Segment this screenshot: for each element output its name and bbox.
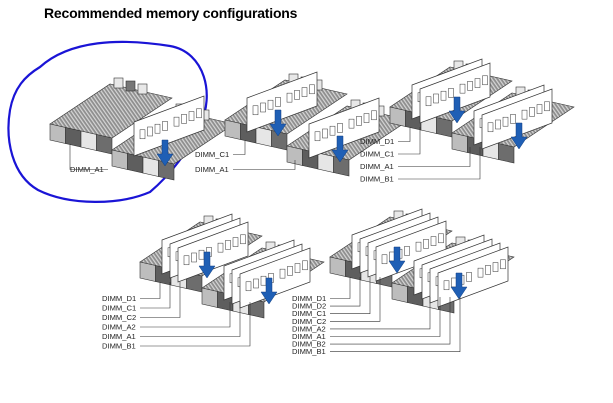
- dimm-label: DIMM_C2: [102, 313, 136, 322]
- insert-arrow-icon: [331, 135, 349, 163]
- leader-line: [330, 277, 381, 322]
- dimm-label: DIMM_B1: [360, 175, 394, 184]
- memory-module: [308, 97, 380, 159]
- insert-arrow-icon: [260, 277, 278, 305]
- leader-line: [140, 282, 181, 318]
- insert-arrow-icon: [448, 96, 466, 124]
- dimm-label: DIMM_C1: [195, 150, 229, 159]
- dimm-label: DIMM_D1: [292, 294, 326, 303]
- leader-line: [140, 302, 251, 347]
- highlight-circle: [7, 40, 208, 203]
- memory-module: [246, 71, 318, 133]
- insert-arrow-icon: [450, 272, 468, 300]
- leader-line: [330, 297, 431, 330]
- insert-arrow-icon: [269, 109, 287, 137]
- dimm-label: DIMM_C1: [360, 150, 394, 159]
- leader-line: [140, 302, 231, 328]
- config-eight-dimm: DIMM_D1DIMM_D2DIMM_C1DIMM_C2DIMM_A2DIMM_…: [292, 208, 515, 356]
- dimm-label: DIMM_A1: [360, 162, 394, 171]
- dimm-label: DIMM_A2: [292, 324, 326, 333]
- dimm-slot-bank: [49, 77, 173, 155]
- leader-line: [233, 140, 246, 155]
- memory-module: [419, 62, 491, 124]
- leader-line: [330, 277, 371, 314]
- insert-arrow-icon: [510, 122, 528, 150]
- leader-line: [330, 297, 451, 345]
- leader-line: [330, 277, 351, 299]
- dimm-label: DIMM_A1: [292, 332, 326, 341]
- leader-line: [140, 302, 241, 337]
- leader-line: [398, 147, 471, 167]
- memory-module: [239, 247, 311, 309]
- config-one-dimm: DIMM_A1: [49, 77, 235, 181]
- memory-module: [481, 88, 553, 150]
- dimm-label: DIMM_B2: [292, 340, 326, 349]
- memory-module: [133, 95, 205, 157]
- config-six-dimm: DIMM_D1DIMM_C1DIMM_C2DIMM_A2DIMM_A1DIMM_…: [102, 213, 325, 351]
- leader-line: [398, 147, 481, 180]
- insert-arrow-icon: [198, 251, 216, 279]
- leader-line: [330, 297, 441, 337]
- leader-line: [398, 127, 421, 155]
- insert-arrow-icon: [388, 246, 406, 274]
- insert-arrow-icon: [156, 139, 174, 167]
- dimm-label: DIMM_A1: [102, 332, 136, 341]
- dimm-label: DIMM_A1: [195, 165, 229, 174]
- dimm-label: DIMM_D2: [292, 302, 326, 311]
- dimm-label: DIMM_C1: [102, 304, 136, 313]
- dimm-label: DIMM_A2: [102, 323, 136, 332]
- leader-line: [140, 282, 171, 309]
- leader-line: [233, 160, 296, 170]
- leader-line: [69, 144, 108, 170]
- dimm-label: DIMM_C1: [292, 309, 326, 318]
- dimm-label: DIMM_B1: [292, 347, 326, 356]
- page-title: Recommended memory configurations: [44, 5, 298, 21]
- dimm-label: DIMM_C2: [292, 317, 326, 326]
- dimm-label: DIMM_D1: [102, 294, 136, 303]
- dimm-label: DIMM_B1: [102, 342, 136, 351]
- leader-line: [140, 282, 161, 299]
- dimm-label: DIMM_D1: [360, 137, 394, 146]
- leader-line: [330, 297, 461, 352]
- leader-line: [330, 277, 361, 307]
- leader-line: [398, 127, 411, 142]
